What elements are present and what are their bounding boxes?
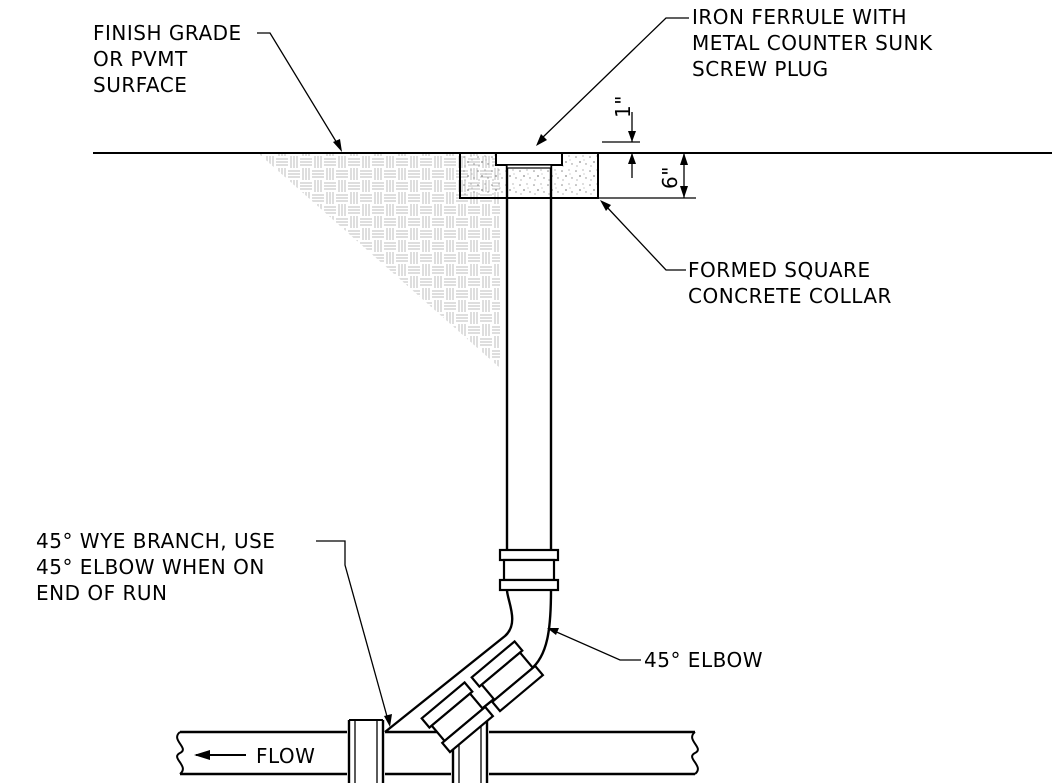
riser-coupling	[498, 548, 560, 592]
finish-grade-line-3: SURFACE	[93, 73, 187, 97]
dim-6in-label: 6"	[658, 166, 682, 189]
dimension-6-inch: 6"	[598, 153, 696, 199]
riser-pipe	[505, 165, 553, 550]
iron-ferrule-line-3: SCREW PLUG	[692, 57, 829, 81]
soil-hatch	[258, 153, 500, 368]
wye-branch-elbow	[384, 589, 553, 754]
iron-ferrule-callout: IRON FERRULE WITH METAL COUNTER SUNK SCR…	[536, 5, 933, 146]
finish-grade-callout: FINISH GRADE OR PVMT SURFACE	[93, 21, 342, 152]
iron-ferrule-plug	[495, 152, 563, 169]
wye-branch-line-1: 45° WYE BRANCH, USE	[36, 529, 275, 553]
finish-grade-line-2: OR PVMT	[93, 47, 188, 71]
finish-grade-line-1: FINISH GRADE	[93, 21, 242, 45]
concrete-collar-callout: FORMED SQUARE CONCRETE COLLAR	[600, 200, 892, 308]
iron-ferrule-line-2: METAL COUNTER SUNK	[692, 31, 933, 55]
wye-branch-line-2: 45° ELBOW WHEN ON	[36, 555, 265, 579]
elbow-label: 45° ELBOW	[644, 648, 763, 672]
wye-branch-callout: 45° WYE BRANCH, USE 45° ELBOW WHEN ON EN…	[36, 529, 392, 727]
dimension-1-inch: 1"	[602, 95, 640, 178]
flow-indicator: FLOW	[194, 744, 315, 768]
concrete-collar-line-2: CONCRETE COLLAR	[688, 284, 892, 308]
wye-branch-line-3: END OF RUN	[36, 581, 167, 605]
iron-ferrule-line-1: IRON FERRULE WITH	[692, 5, 907, 29]
dim-1in-label: 1"	[611, 95, 635, 118]
elbow-callout: 45° ELBOW	[547, 628, 763, 672]
flow-arrow-icon	[194, 750, 210, 760]
concrete-collar-line-1: FORMED SQUARE	[688, 258, 871, 282]
flow-label: FLOW	[256, 744, 315, 768]
